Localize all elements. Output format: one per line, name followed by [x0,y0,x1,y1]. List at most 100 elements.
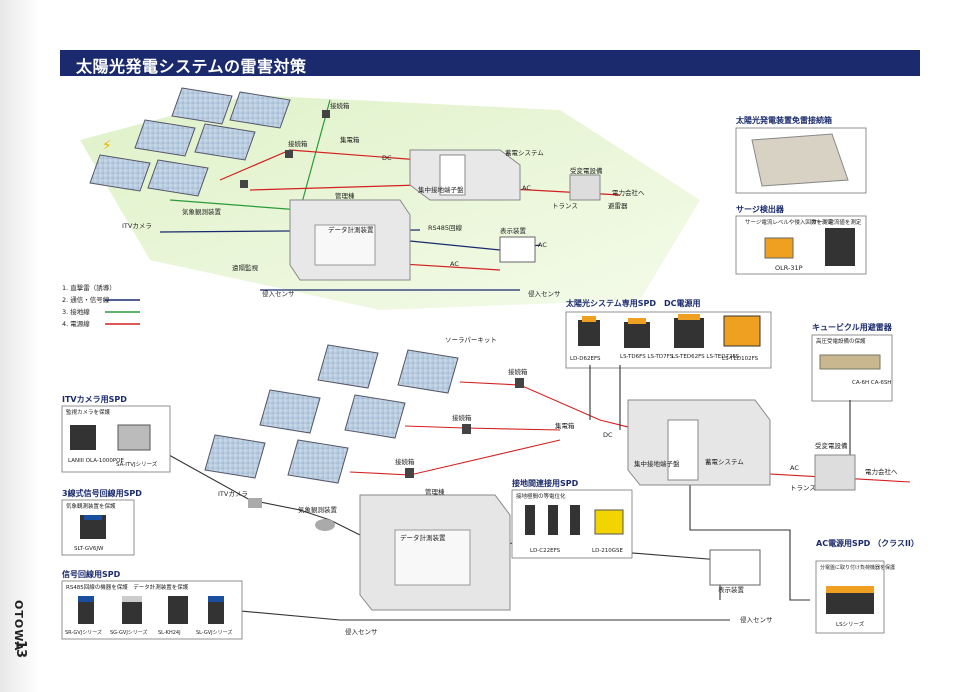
bottom-junction-boxes [405,378,524,478]
legend-power: 4. 電源線 [62,319,90,328]
svg-text:データ計測装置: データ計測装置 [328,225,374,234]
header-bar [60,50,920,76]
svg-text:管理棟: 管理棟 [335,191,355,200]
svg-text:SLT-GV6JW: SLT-GV6JW [74,546,104,552]
product-ac-spd: AC電源用SPD （クラスII） 分電盤に取り付け負荷機器を保護 LSシリーズ [815,538,919,634]
svg-text:SL-KH24J: SL-KH24J [158,630,181,636]
product-signal-spd: 信号回線用SPD RS485回線の機器を保護 データ計測装置を保護 SR-GVJ… [61,569,243,640]
svg-text:接地極間の等電位化: 接地極間の等電位化 [516,492,566,500]
svg-text:LS-TED62FS LS-TED72FS: LS-TED62FS LS-TED72FS [672,354,740,360]
svg-text:LS-TD6FS LS-TD7FS: LS-TD6FS LS-TD7FS [620,354,674,360]
svg-text:AC: AC [538,241,547,249]
svg-text:LSシリーズ: LSシリーズ [836,620,865,628]
svg-text:気象観測装置: 気象観測装置 [298,505,338,514]
svg-text:信号回線用SPD: 信号回線用SPD [62,569,121,579]
svg-text:侵入センサ: 侵入センサ [740,615,773,624]
svg-text:トランス: トランス [552,202,578,210]
svg-text:AC: AC [522,184,531,192]
svg-text:AC: AC [450,260,459,268]
svg-text:監視カメラを保護: 監視カメラを保護 [66,408,111,416]
svg-text:AC電源用SPD （クラスII）: AC電源用SPD （クラスII） [816,538,919,548]
legend: 1. 直撃雷（誘導） 2. 通信・信号線 3. 接地線 4. 電源線 [62,283,140,328]
bottom-display-board [709,549,761,586]
svg-text:蓄電システム: 蓄電システム [705,457,744,466]
product-itv-spd: ITVカメラ用SPD 監視カメラを保護 LANIII OLA-1000POE S… [61,395,171,473]
svg-text:高圧受電設備の保護: 高圧受電設備の保護 [816,337,866,345]
svg-text:表示装置: 表示装置 [500,226,527,235]
svg-text:集電箱: 集電箱 [340,135,360,144]
svg-text:電力会社へ: 電力会社へ [865,467,898,476]
svg-text:集中接地端子盤: 集中接地端子盤 [634,459,680,468]
svg-text:CA-6H CA-6SH: CA-6H CA-6SH [852,380,891,386]
svg-text:接地間連接用SPD: 接地間連接用SPD [512,478,579,488]
page-title: 太陽光発電システムの雷害対策 [76,57,307,76]
legend-lightning: 1. 直撃雷（誘導） [62,283,116,292]
svg-text:接続箱: 接続箱 [288,139,308,148]
svg-text:侵入センサ: 侵入センサ [262,289,295,298]
top-junction-box-2 [285,150,293,158]
top-control-building [289,199,411,281]
svg-text:LS-TED102FS: LS-TED102FS [722,356,759,362]
bottom-solar-panels [204,344,459,484]
svg-text:SG-GVJシリーズ: SG-GVJシリーズ [110,629,148,636]
svg-text:ITVカメラ: ITVカメラ [122,222,152,230]
svg-text:侵入センサ: 侵入センサ [345,627,378,636]
top-pcs-building [409,149,521,201]
lightning-icon: ⚡ [102,138,112,154]
svg-text:太陽光発電装置免雷接続箱: 太陽光発電装置免雷接続箱 [735,115,832,125]
svg-text:DC: DC [382,154,392,162]
product-combiner-box: 太陽光発電装置免雷接続箱 [735,115,867,194]
svg-text:接続箱: 接続箱 [330,101,350,110]
svg-text:ITVカメラ: ITVカメラ [218,490,248,498]
svg-text:SL-GVJシリーズ: SL-GVJシリーズ [196,629,232,636]
product-solar-spd: 太陽光システム専用SPD DC電源用 LD-D62EFS LS-TD6FS LS… [565,298,772,369]
top-display-board [499,236,536,263]
bottom-control-building [359,494,511,611]
product-cubicle-arrester: キュービクル用避雷器 高圧受電設備の保護 CA-6H CA-6SH [811,322,893,402]
svg-text:DC: DC [603,431,613,439]
svg-text:蓄電システム: 蓄電システム [505,148,544,157]
svg-text:気象観測装置を保護: 気象観測装置を保護 [66,502,116,510]
svg-text:RS485回線の機器を保護 データ計測装置を保護: RS485回線の機器を保護 データ計測装置を保護 [66,583,189,591]
weather-station [315,519,335,531]
svg-text:集電箱: 集電箱 [555,421,575,430]
product-surge-detector: サージ検出器 サージ電流レベルや侵入回数を測定 サージ電流値を測定 OLR-31… [735,204,867,275]
svg-text:LD-C22EFS: LD-C22EFS [530,548,561,554]
svg-text:遠隔監視: 遠隔監視 [232,263,259,272]
page-fold [0,0,40,692]
top-junction-box-3 [240,180,248,188]
product-ground-spd: 接地間連接用SPD 接地極間の等電位化 LD-C22EFS LD-210GSE [511,478,633,559]
legend-ground: 3. 接地線 [62,307,90,316]
svg-text:LANIII OLA-1000POE: LANIII OLA-1000POE [68,458,124,464]
svg-text:サージ検出器: サージ検出器 [736,204,785,214]
top-substation [569,174,601,201]
svg-text:トランス: トランス [790,484,816,492]
svg-text:気象観測装置: 気象観測装置 [182,207,222,216]
bottom-labels: ソーラパーキット 接続箱 接続箱 接続箱 集電箱 DC 集中接地端子盤 蓄電シス… [218,336,898,636]
svg-text:ソーラパーキット: ソーラパーキット [445,336,497,344]
svg-text:AC: AC [790,464,799,472]
svg-text:SA-ITVJシリーズ: SA-ITVJシリーズ [116,460,158,468]
page-number: 13 [13,640,28,659]
svg-text:受変電設備: 受変電設備 [815,441,848,450]
svg-text:表示装置: 表示装置 [718,585,745,594]
bottom-substation [814,454,856,491]
legend-signal: 2. 通信・信号線 [62,295,110,304]
top-labels: 接続箱 接続箱 集電箱 DC 蓄電システム AC 受変電設備 電力会社へ トラン… [122,101,645,298]
svg-text:分電盤に取り付け負荷機器を保護: 分電盤に取り付け負荷機器を保護 [820,564,895,571]
svg-text:3線式信号回線用SPD: 3線式信号回線用SPD [62,488,142,498]
svg-text:LD-D62EFS: LD-D62EFS [570,356,601,362]
top-junction-box-1 [322,110,330,118]
svg-text:侵入センサ: 侵入センサ [528,289,561,298]
svg-text:LD-210GSE: LD-210GSE [592,548,624,554]
svg-text:SR-GVJシリーズ: SR-GVJシリーズ [65,629,102,636]
itv-camera [248,498,262,508]
svg-text:接続箱: 接続箱 [452,413,472,422]
svg-text:サージ電流レベルや侵入回数を測定: サージ電流レベルや侵入回数を測定 [745,218,833,226]
brand-vertical: OTOWA [12,600,25,652]
svg-text:接続箱: 接続箱 [395,457,415,466]
svg-text:データ計測装置: データ計測装置 [400,533,446,542]
bottom-pcs-building [627,399,771,486]
